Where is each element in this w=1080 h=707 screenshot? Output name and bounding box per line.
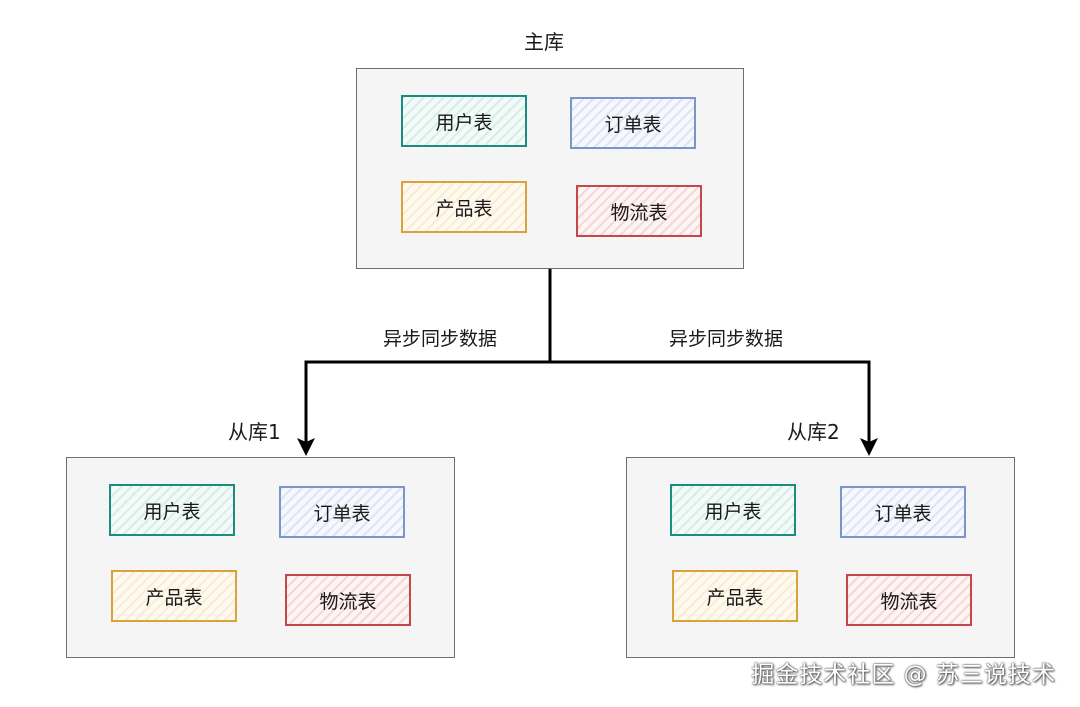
slave1-db: 用户表 订单表 产品表 物流表: [66, 457, 455, 658]
user-table: 用户表: [670, 484, 796, 536]
sync-arrow-to-slave2: [550, 360, 871, 444]
arrowhead-slave2: [860, 438, 878, 456]
master-db-label: 主库: [524, 30, 564, 54]
order-table: 订单表: [279, 486, 405, 538]
sync-arrow-to-slave1: [304, 360, 550, 444]
product-table: 产品表: [672, 570, 798, 622]
order-table: 订单表: [570, 97, 696, 149]
logistics-table: 物流表: [846, 574, 972, 626]
arrowhead-slave1: [297, 438, 315, 456]
product-table: 产品表: [401, 181, 527, 233]
watermark: 掘金技术社区 @ 苏三说技术: [751, 662, 1056, 688]
user-table: 用户表: [109, 484, 235, 536]
order-table: 订单表: [840, 486, 966, 538]
master-db: 用户表 订单表 产品表 物流表: [356, 68, 744, 269]
slave2-db: 用户表 订单表 产品表 物流表: [626, 457, 1015, 658]
sync-label-left: 异步同步数据: [383, 328, 498, 350]
product-table: 产品表: [111, 570, 237, 622]
user-table: 用户表: [401, 95, 527, 147]
logistics-table: 物流表: [576, 185, 702, 237]
logistics-table: 物流表: [285, 574, 411, 626]
sync-label-right: 异步同步数据: [669, 328, 784, 350]
slave1-db-label: 从库1: [228, 420, 281, 444]
slave2-db-label: 从库2: [787, 420, 840, 444]
